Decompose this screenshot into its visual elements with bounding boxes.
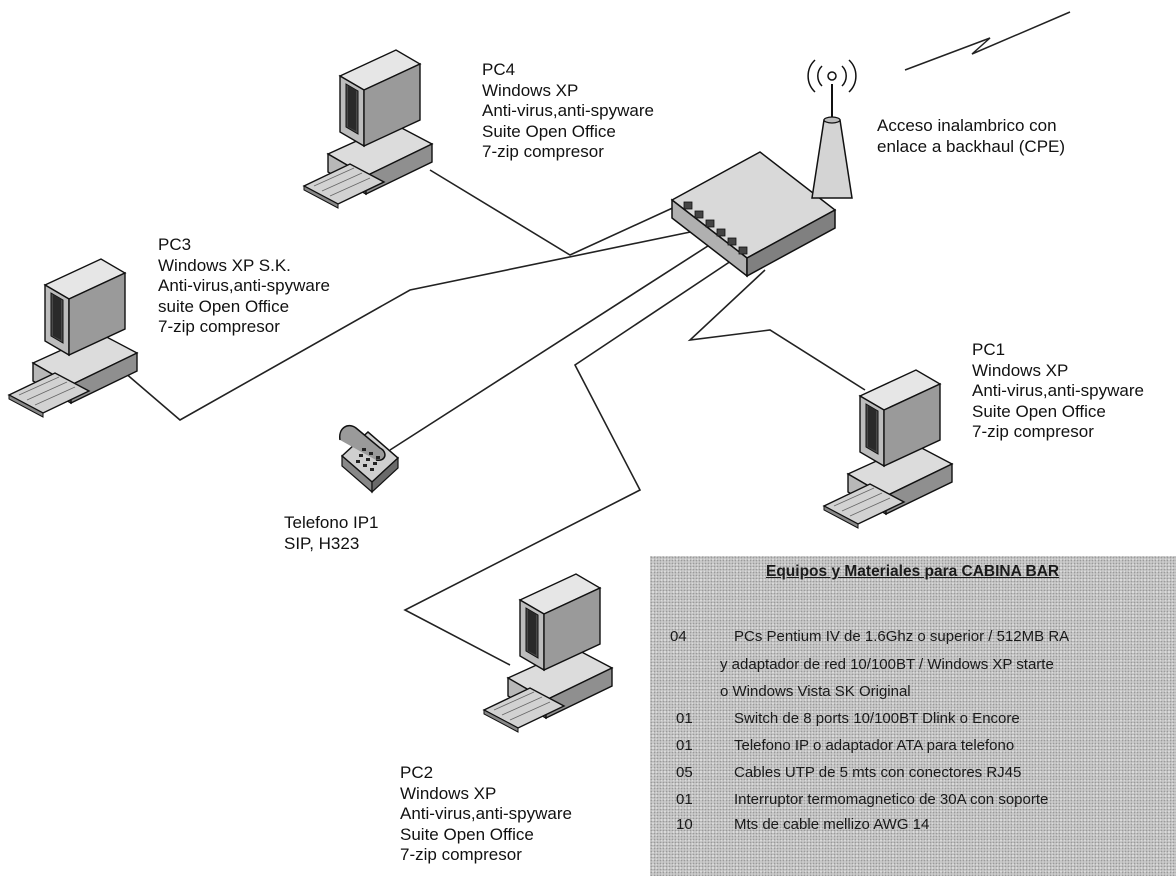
cable-phone bbox=[389, 234, 726, 451]
phone-label: Telefono IP1 SIP, H323 bbox=[284, 513, 379, 554]
pc3-os: Windows XP S.K. bbox=[158, 255, 291, 275]
ip-phone-icon bbox=[339, 424, 400, 494]
pc2-label: PC2 Windows XP Anti-virus,anti-spyware S… bbox=[400, 763, 572, 866]
pc3-compressor: 7-zip compresor bbox=[158, 317, 280, 336]
network-cables bbox=[109, 169, 866, 666]
materials-qty: 10 bbox=[676, 816, 693, 833]
materials-desc: Switch de 8 ports 10/100BT Dlink o Encor… bbox=[734, 710, 1020, 727]
pc3-office: suite Open Office bbox=[158, 296, 290, 316]
wireless-label: Acceso inalambrico con enlace a backhaul… bbox=[877, 116, 1065, 157]
pc2-office: Suite Open Office bbox=[400, 824, 534, 844]
pc3-computer-icon bbox=[8, 258, 138, 418]
materials-table: Equipos y Materiales para CABINA BAR 04 … bbox=[650, 556, 1176, 876]
pc2-name: PC2 bbox=[400, 763, 434, 782]
pc4-compressor: 7-zip compresor bbox=[482, 142, 604, 161]
phone-protocols: SIP, H323 bbox=[284, 533, 360, 553]
materials-desc: o Windows Vista SK Original bbox=[720, 683, 911, 700]
lightning-signal-icon bbox=[904, 11, 1071, 71]
cable-pc3 bbox=[109, 229, 701, 421]
pc3-name: PC3 bbox=[158, 235, 192, 254]
network-switch bbox=[670, 151, 837, 278]
wireless-line-1: Acceso inalambrico con bbox=[877, 116, 1057, 135]
pc2-computer-icon bbox=[483, 573, 613, 733]
pc1-antivirus: Anti-virus,anti-spyware bbox=[972, 381, 1144, 400]
materials-desc: Telefono IP o adaptador ATA para telefon… bbox=[734, 737, 1015, 754]
phone-name: Telefono IP1 bbox=[284, 513, 379, 532]
materials-desc: Interruptor termomagnetico de 30A con so… bbox=[734, 791, 1049, 808]
materials-qty: 04 bbox=[670, 628, 687, 645]
materials-title: Equipos y Materiales para CABINA BAR bbox=[766, 563, 1060, 580]
pc1-name: PC1 bbox=[972, 340, 1006, 359]
cable-pc4 bbox=[429, 169, 691, 256]
pc2-compressor: 7-zip compresor bbox=[400, 845, 522, 864]
pc1-office: Suite Open Office bbox=[972, 401, 1106, 421]
pc4-office: Suite Open Office bbox=[482, 121, 616, 141]
pc4-label: PC4 Windows XP Anti-virus,anti-spyware S… bbox=[482, 60, 654, 163]
materials-desc: Cables UTP de 5 mts con conectores RJ45 bbox=[734, 764, 1022, 781]
wireless-line-2: enlace a backhaul (CPE) bbox=[877, 136, 1066, 156]
pc4-antivirus: Anti-virus,anti-spyware bbox=[482, 101, 654, 120]
pc4-computer-icon bbox=[303, 49, 433, 209]
pc1-label: PC1 Windows XP Anti-virus,anti-spyware S… bbox=[972, 340, 1144, 443]
pc2-antivirus: Anti-virus,anti-spyware bbox=[400, 804, 572, 823]
pc1-compressor: 7-zip compresor bbox=[972, 422, 1094, 441]
cable-pc2 bbox=[403, 254, 741, 666]
pc1-computer-icon bbox=[823, 369, 953, 529]
cable-pc1 bbox=[687, 269, 866, 391]
pc1-os: Windows XP bbox=[972, 360, 1069, 380]
materials-desc: y adaptador de red 10/100BT / Windows XP… bbox=[720, 656, 1054, 673]
materials-qty: 05 bbox=[676, 764, 693, 781]
materials-qty: 01 bbox=[676, 737, 693, 754]
switch-ports bbox=[683, 201, 748, 255]
materials-qty: 01 bbox=[676, 710, 693, 727]
materials-qty: 01 bbox=[676, 791, 693, 808]
pc3-label: PC3 Windows XP S.K. Anti-virus,anti-spyw… bbox=[158, 235, 330, 338]
wireless-antenna-icon bbox=[807, 59, 857, 199]
materials-desc: PCs Pentium IV de 1.6Ghz o superior / 51… bbox=[734, 628, 1070, 645]
pc3-antivirus: Anti-virus,anti-spyware bbox=[158, 276, 330, 295]
pc4-name: PC4 bbox=[482, 60, 516, 79]
materials-desc: Mts de cable mellizo AWG 14 bbox=[734, 816, 930, 833]
pc4-os: Windows XP bbox=[482, 80, 579, 100]
pc2-os: Windows XP bbox=[400, 783, 497, 803]
